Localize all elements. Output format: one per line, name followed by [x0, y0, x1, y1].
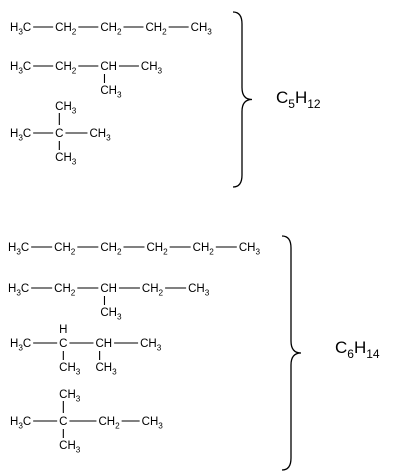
- branch-label: CH3: [100, 85, 122, 99]
- atom-label: CH3: [239, 242, 261, 256]
- structure-n-hexane: H3C CH2 CH2 CH2 CH2 CH3: [8, 242, 260, 256]
- atom-label: CH2: [193, 242, 215, 256]
- atom-label: CH: [100, 283, 117, 295]
- branch-label: CH3: [95, 362, 117, 376]
- atom-label: CH2: [55, 61, 77, 75]
- atom-label: CH3: [141, 61, 163, 75]
- atom-label: CH2: [54, 283, 76, 297]
- atom-label: CH2: [54, 242, 76, 256]
- branch-label: CH3: [100, 307, 122, 321]
- atom-label: CH2: [98, 416, 120, 430]
- branch-label: CH3: [55, 152, 77, 166]
- atom-label: C: [59, 338, 67, 350]
- branch-label: CH3: [59, 440, 81, 454]
- atom-label: CH2: [142, 283, 164, 297]
- atom-label: H3C: [10, 416, 31, 430]
- atom-label: H3C: [8, 283, 29, 297]
- branch-label: CH3: [55, 101, 77, 115]
- molecular-formula: C6H14: [335, 338, 380, 361]
- atom-label: H3C: [10, 128, 31, 142]
- atom-label: CH3: [191, 22, 213, 36]
- atom-label: CH2: [100, 22, 122, 36]
- formula-hydrogen-count: 14: [366, 347, 380, 361]
- curly-brace: [232, 11, 253, 188]
- atom-label: H3C: [10, 338, 31, 352]
- formula-hydrogen-count: 12: [307, 97, 321, 111]
- atom-label: CH3: [89, 128, 111, 142]
- atom-label: H3C: [8, 242, 29, 256]
- formula-hydrogen: H: [295, 88, 307, 107]
- formula-hydrogen: H: [354, 338, 366, 357]
- atom-label: CH2: [100, 242, 122, 256]
- molecular-formula: C5H12: [276, 88, 321, 111]
- atom-label: CH: [100, 61, 117, 73]
- atom-label: CH3: [188, 283, 210, 297]
- atom-label: CH2: [145, 22, 167, 36]
- formula-carbon-count: 5: [288, 97, 295, 111]
- atom-label: H3C: [10, 61, 31, 75]
- atom-label: CH2: [146, 242, 168, 256]
- atom-label: C: [59, 416, 67, 428]
- atom-label: H3C: [10, 22, 31, 36]
- structure-n-pentane: H3C CH2 CH2 CH2 CH3: [10, 22, 212, 36]
- atom-label: CH2: [55, 22, 77, 36]
- atom-label: C: [55, 128, 63, 140]
- branch-label: H: [59, 324, 67, 336]
- formula-carbon-count: 6: [347, 347, 354, 361]
- atom-label: CH3: [140, 338, 162, 352]
- branch-label: CH3: [59, 389, 81, 403]
- curly-brace: [281, 235, 302, 471]
- formula-carbon: C: [276, 88, 288, 107]
- atom-label: CH3: [142, 416, 164, 430]
- atom-label: CH: [95, 338, 112, 350]
- branch-label: CH3: [59, 362, 81, 376]
- formula-carbon: C: [335, 338, 347, 357]
